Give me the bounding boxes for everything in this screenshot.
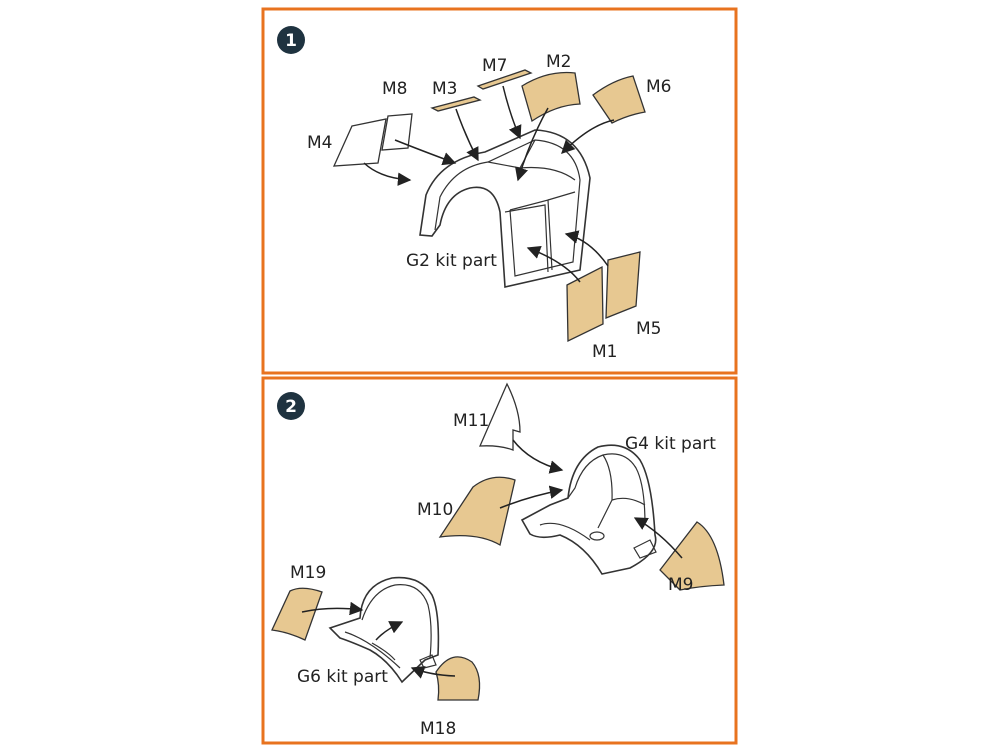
arrow-m8: [394, 139, 457, 166]
label-m11: M11: [453, 411, 489, 431]
label-m3: M3: [432, 79, 457, 99]
label-m4: M4: [307, 133, 332, 153]
step-1-badge: [277, 26, 305, 54]
label-m8: M8: [382, 79, 407, 99]
label-m9: M9: [668, 575, 693, 595]
g2-kit-part: [419, 129, 591, 288]
m8-clear-part: [381, 113, 413, 151]
label-g4-kit-part: G4 kit part: [625, 434, 716, 454]
g4-kit-part: [520, 444, 657, 575]
arrow-m9: [633, 517, 683, 559]
m10-mask: [438, 476, 516, 547]
step-1-frame: [261, 7, 738, 375]
label-m10: M10: [417, 500, 453, 520]
step-2-panel: 2 M11: [261, 376, 738, 745]
label-m2: M2: [546, 52, 571, 72]
m5-mask: [605, 251, 641, 319]
arrow-g6-inner: [375, 621, 404, 641]
arrow-m7: [502, 85, 522, 140]
arrow-m3: [455, 108, 479, 162]
m2-mask: [521, 71, 581, 123]
step-2-frame: [261, 376, 738, 745]
m6-mask: [592, 75, 646, 124]
arrow-m19: [301, 601, 364, 616]
arrow-m11: [512, 439, 564, 474]
m4-clear-part: [332, 118, 387, 167]
label-g6-kit-part: G6 kit part: [297, 667, 388, 687]
arrow-m2: [515, 107, 549, 182]
arrow-m4: [363, 162, 412, 186]
m19-mask: [271, 587, 323, 641]
m7-mask: [476, 69, 533, 90]
m1-mask: [566, 265, 604, 343]
step-1-number: 1: [285, 31, 297, 51]
m18-mask: [435, 656, 481, 701]
arrow-m6: [561, 119, 615, 154]
arrow-m10: [499, 485, 564, 509]
label-m18: M18: [420, 719, 456, 739]
label-m5: M5: [636, 319, 661, 339]
step-2-badge: [277, 392, 305, 420]
m3-mask: [430, 96, 482, 112]
arrow-m5: [564, 230, 609, 267]
arrow-m1: [526, 245, 581, 283]
step-2-number: 2: [285, 397, 297, 417]
label-m6: M6: [646, 77, 671, 97]
step-1-panel: 1 M4 M8 M3 M7 M2: [261, 7, 738, 375]
label-m19: M19: [290, 563, 326, 583]
label-g2-kit-part: G2 kit part: [406, 251, 497, 271]
g6-kit-part: [328, 576, 440, 684]
label-m7: M7: [482, 56, 507, 76]
arrow-m18: [410, 666, 456, 679]
m9-mask: [659, 521, 725, 591]
label-m1: M1: [592, 342, 617, 362]
